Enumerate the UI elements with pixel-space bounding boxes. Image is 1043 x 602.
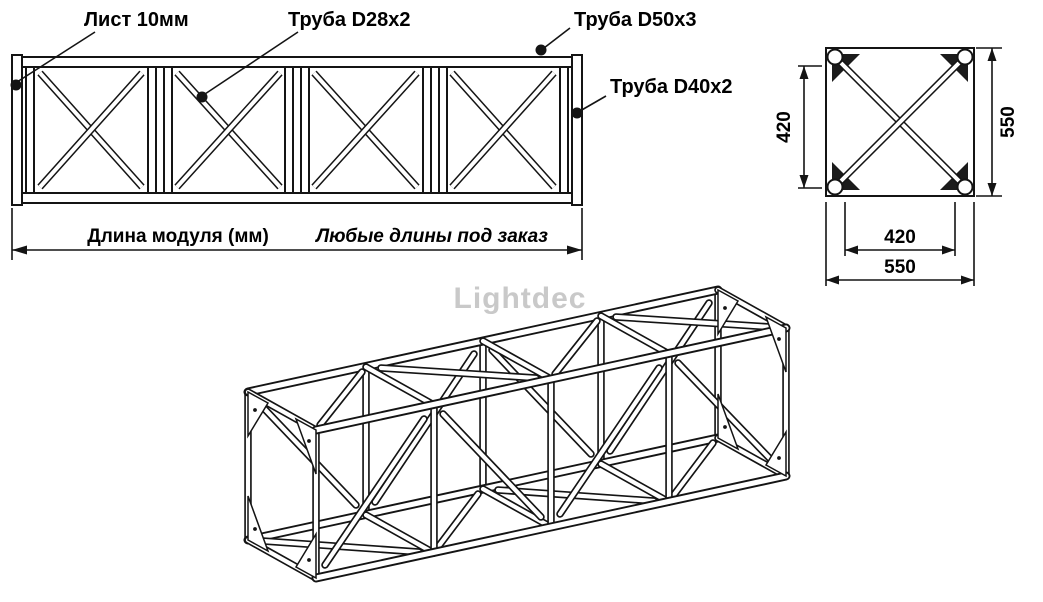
callout-tube-d40-label: Труба D40x2: [610, 76, 733, 98]
dim-inner-width: 420: [884, 227, 916, 248]
custom-length-note: Любые длины под заказ: [314, 226, 548, 247]
cross-section-dimensions: 420 550 420 550: [774, 47, 1019, 286]
callout-dot-sheet: [10, 79, 22, 91]
section-outline: [825, 47, 975, 197]
callout-tube-d50-label: Труба D50x3: [574, 9, 697, 31]
iso-end-gussets: [247, 288, 787, 580]
callout-dot-tube-d50: [535, 44, 547, 56]
length-dimension: Длина модуля (мм) Любые длины под заказ: [11, 208, 583, 260]
isometric-view: [243, 285, 791, 583]
iso-top-face: [244, 286, 790, 434]
side-view-diagonals: [37, 70, 557, 190]
iso-front-chords: [311, 323, 791, 583]
iso-front-face: [312, 324, 790, 582]
iso-back-face: [244, 286, 722, 544]
side-view-chords: [22, 56, 572, 204]
side-view-callouts: Лист 10мм Труба D28x2 Труба D50x3 Труба …: [10, 9, 733, 119]
dim-inner-height: 420: [774, 111, 795, 143]
left-end-plate: [11, 54, 23, 206]
side-view: [11, 54, 583, 206]
callout-dot-tube-d28: [196, 91, 208, 103]
dim-outer-height: 550: [998, 106, 1019, 138]
callout-tube-d28-label: Труба D28x2: [288, 9, 411, 31]
section-corner-tubes: [826, 48, 974, 196]
module-length-label: Длина модуля (мм): [87, 226, 269, 247]
side-view-verticals: [25, 68, 569, 192]
callout-sheet-label: Лист 10мм: [84, 9, 189, 31]
dim-outer-width: 550: [884, 257, 916, 278]
cross-section-view: [825, 47, 975, 197]
section-diagonals: [838, 60, 962, 184]
callout-dot-tube-d40: [571, 107, 583, 119]
right-end-plate: [571, 54, 583, 206]
watermark-text: Lightdec: [454, 282, 587, 315]
